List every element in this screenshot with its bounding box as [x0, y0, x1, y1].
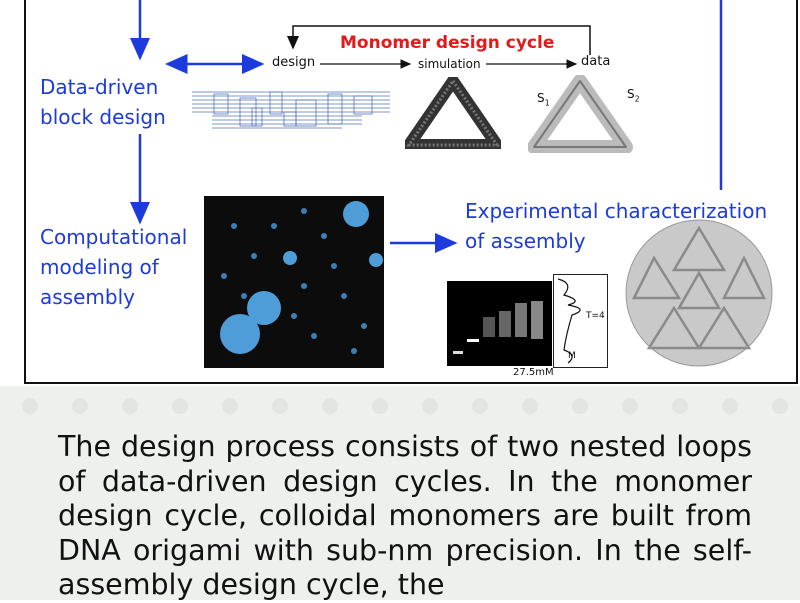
experimental-line2: of assembly: [465, 229, 586, 253]
block-design-label: Data-driven block design: [40, 72, 166, 132]
s2-label: S2: [627, 87, 640, 104]
computational-line1: Computational: [40, 225, 188, 249]
cycle-loop-line: [287, 25, 591, 55]
background-dots: [22, 398, 788, 414]
gel-bands: [453, 301, 543, 354]
gel-caption: 27.5mM: [513, 367, 554, 378]
block-design-schematic: [192, 91, 390, 129]
capsid-image: [625, 219, 773, 367]
experimental-line1: Experimental characterization: [465, 199, 768, 223]
cycle-title: Monomer design cycle: [340, 33, 555, 53]
data-triangle-image: [528, 75, 633, 153]
description-panel: [0, 386, 800, 600]
gel-image: [447, 281, 552, 366]
description-text: The design process consists of two neste…: [58, 430, 752, 601]
gel-trace-line: [557, 278, 581, 364]
computational-line3: assembly: [40, 285, 135, 309]
gel-trace-plot: T=4 M: [553, 274, 608, 368]
s1-label: S1: [537, 91, 550, 108]
block-design-line2: block design: [40, 105, 166, 129]
simulation-label: simulation: [418, 57, 481, 71]
m-label: M: [568, 351, 576, 361]
simulation-triangle-image: [405, 77, 501, 149]
experimental-label: Experimental characterization of assembl…: [465, 196, 767, 256]
data-label: data: [581, 54, 611, 69]
computational-line2: modeling of: [40, 255, 159, 279]
computational-label: Computational modeling of assembly: [40, 222, 187, 312]
assembly-simulation-image: [204, 196, 384, 368]
design-label: design: [272, 55, 316, 70]
assembly-particles: [220, 201, 383, 354]
flow-arrows: [130, 0, 723, 253]
t4-label: T=4: [586, 311, 605, 321]
block-design-line1: Data-driven: [40, 75, 159, 99]
